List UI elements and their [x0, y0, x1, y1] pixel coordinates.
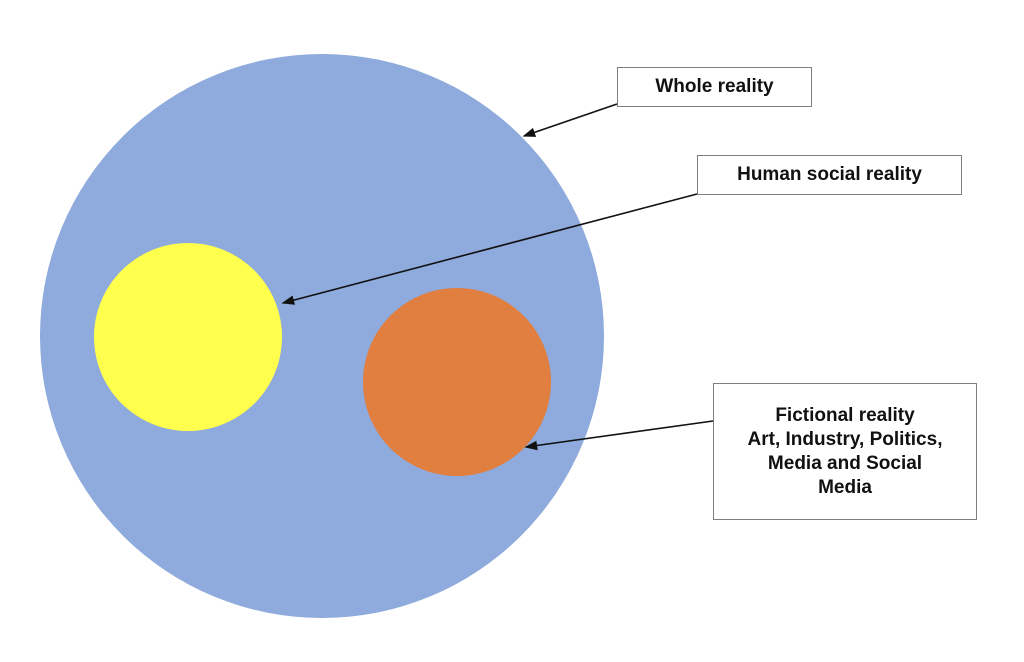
human-social-reality-circle — [94, 243, 282, 431]
fictional-reality-line: Media — [818, 476, 872, 498]
whole-reality-arrow — [522, 103, 618, 137]
fictional-reality-arrow — [524, 420, 714, 451]
fictional-reality-line: Art, Industry, Politics, — [747, 428, 943, 450]
whole-reality-circle — [40, 54, 604, 618]
fictional-reality-line: Media and Social — [767, 452, 923, 474]
fictional-reality-label: Fictional reality Art, Industry, Politic… — [713, 383, 977, 520]
human-social-reality-arrow — [281, 193, 698, 305]
whole-reality-label: Whole reality — [617, 67, 812, 107]
fictional-reality-line: Fictional reality — [775, 404, 915, 426]
human-social-reality-label: Human social reality — [697, 155, 962, 195]
fictional-reality-circle — [363, 288, 551, 476]
